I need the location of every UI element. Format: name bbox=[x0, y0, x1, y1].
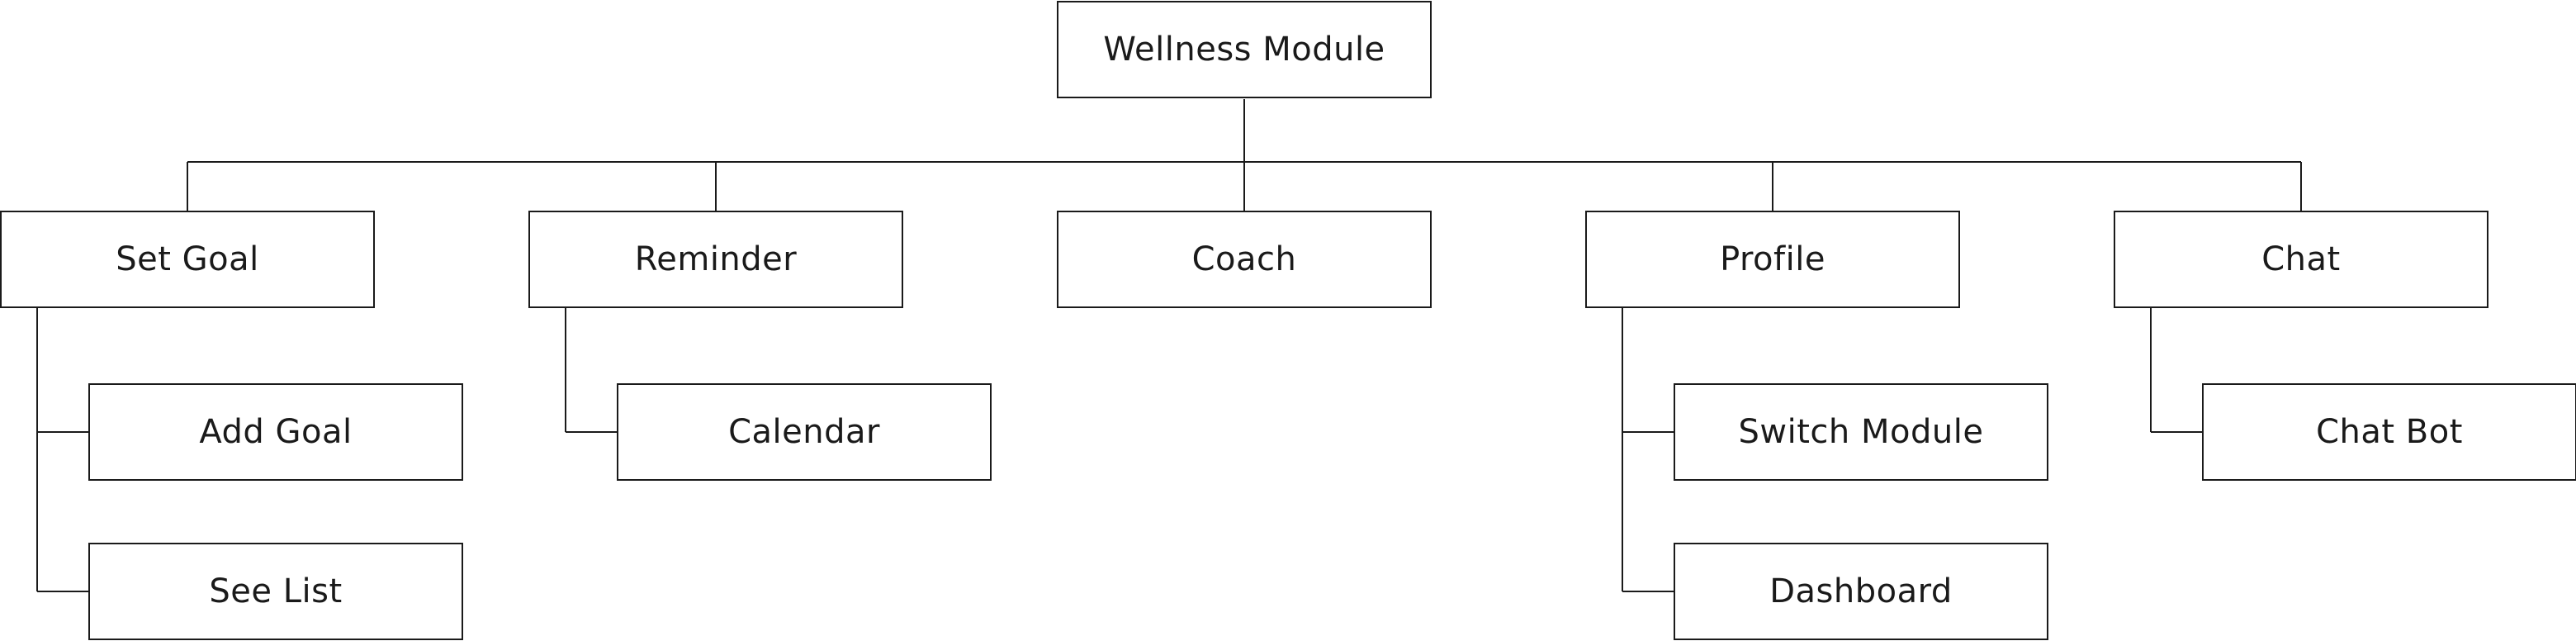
node-label: Dashboard bbox=[1769, 572, 1953, 610]
node-label: Set Goal bbox=[116, 240, 259, 278]
node-label: Calendar bbox=[728, 413, 880, 451]
module-node-profile: Profile bbox=[1585, 211, 1960, 308]
node-label: Chat bbox=[2261, 240, 2341, 278]
node-label: Add Goal bbox=[199, 413, 353, 451]
child-node-add-goal: Add Goal bbox=[88, 383, 463, 481]
child-node-calendar: Calendar bbox=[617, 383, 992, 481]
module-node-reminder: Reminder bbox=[528, 211, 903, 308]
node-label: Coach bbox=[1191, 240, 1297, 278]
child-node-chat-bot: Chat Bot bbox=[2202, 383, 2576, 481]
node-label: Chat Bot bbox=[2316, 413, 2463, 451]
module-node-coach: Coach bbox=[1057, 211, 1432, 308]
node-label: Wellness Module bbox=[1103, 31, 1385, 69]
node-label: See List bbox=[209, 572, 343, 610]
child-node-switch-module: Switch Module bbox=[1674, 383, 2048, 481]
child-node-dashboard: Dashboard bbox=[1674, 543, 2048, 640]
root-node-wellness-module: Wellness Module bbox=[1057, 1, 1432, 98]
node-label: Profile bbox=[1720, 240, 1825, 278]
child-node-see-list: See List bbox=[88, 543, 463, 640]
node-label: Reminder bbox=[634, 240, 798, 278]
module-node-set-goal: Set Goal bbox=[0, 211, 375, 308]
module-node-chat: Chat bbox=[2114, 211, 2488, 308]
node-label: Switch Module bbox=[1738, 413, 1984, 451]
